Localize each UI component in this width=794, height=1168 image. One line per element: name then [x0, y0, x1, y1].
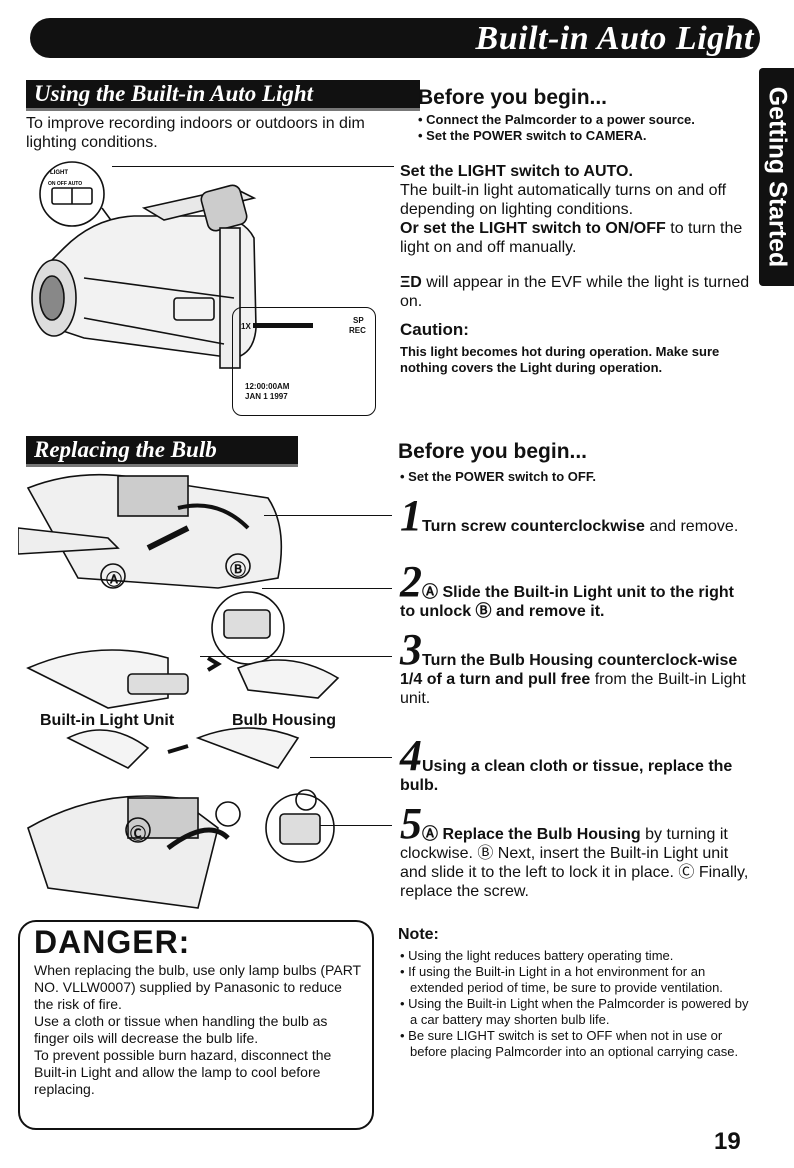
danger-box: [18, 920, 374, 1130]
step-number: 4: [400, 731, 422, 780]
step-bold: Using a clean cloth or tissue, replace t…: [400, 758, 733, 794]
before-item: • Set the POWER switch to CAMERA.: [418, 128, 647, 143]
figure-marker-b: Ⓑ: [230, 562, 247, 579]
danger-line: Use a cloth or tissue when handling the …: [34, 1013, 328, 1046]
before-list: • Connect the Palmcorder to a power sour…: [418, 112, 758, 144]
evf-note: ΞD will appear in the EVF while the ligh…: [400, 273, 756, 311]
section-heading-using-light: Using the Built-in Auto Light: [26, 80, 420, 111]
danger-text: When replacing the bulb, use only lamp b…: [34, 962, 364, 1098]
leader-line-step5: [320, 825, 392, 826]
note-item: • Using the light reduces battery operat…: [400, 948, 674, 963]
note-item: • Using the Built-in Light when the Palm…: [400, 996, 749, 1027]
caution-title: Caution:: [400, 320, 469, 339]
before-item: • Connect the Palmcorder to a power sour…: [418, 112, 695, 127]
step-text: by turning it clockwise. Ⓑ Next, insert …: [400, 826, 749, 900]
step-number: 3: [400, 625, 422, 674]
leader-line-step3: [200, 656, 392, 657]
danger-line: To prevent possible burn hazard, disconn…: [34, 1047, 332, 1097]
evf-time: 12:00:00AM: [245, 382, 290, 391]
danger-line: When replacing the bulb, use only lamp b…: [34, 962, 361, 1012]
leader-line-step2: [262, 588, 392, 589]
side-tab: Getting Started: [759, 68, 794, 286]
step-bold: Turn the Bulb Housing counterclock-wise …: [400, 652, 738, 688]
side-tab-label: Getting Started: [763, 86, 791, 268]
before-you-begin-title-2: Before you begin...: [398, 440, 588, 463]
evf-date: JAN 1 1997: [245, 392, 288, 401]
or-set-heading: Or set the LIGHT switch to ON/OFF: [400, 220, 666, 237]
step-bold: Turn screw counterclockwise: [422, 518, 645, 535]
evf-mode: SP: [353, 316, 364, 325]
figure-marker-a: Ⓐ: [106, 572, 123, 589]
set-light-text: The built-in light automatically turns o…: [400, 182, 727, 218]
note-item: • If using the Built-in Light in a hot e…: [400, 964, 723, 995]
step-2: 2Ⓐ Slide the Built-in Light unit to the …: [400, 557, 750, 621]
zoom-bar: [253, 323, 313, 328]
built-in-light-unit-label: Built-in Light Unit: [40, 712, 175, 729]
or-set-text: to turn the light on and off manually.: [400, 220, 743, 256]
step-number: 5: [400, 799, 422, 848]
leader-line: [112, 166, 394, 167]
note-item: • Be sure LIGHT switch is set to OFF whe…: [400, 1028, 739, 1059]
evf-rec: REC: [349, 326, 366, 335]
step-number: 2: [400, 557, 422, 606]
step-5: 5Ⓐ Replace the Bulb Housing by turning i…: [400, 799, 750, 901]
step-number: 1: [400, 491, 422, 540]
page-number: 19: [714, 1128, 741, 1155]
evf-zoom: 1X: [241, 322, 251, 331]
leader-line-step4: [310, 757, 392, 758]
section-heading-replacing-bulb: Replacing the Bulb: [26, 436, 298, 467]
step-1: 1Turn screw counterclockwise and remove.: [400, 491, 750, 540]
caution-text: This light becomes hot during operation.…: [400, 344, 720, 375]
light-indicator-icon: ΞD: [400, 274, 422, 291]
step-bold: Ⓐ Slide the Built-in Light unit to the r…: [400, 584, 734, 620]
step-bold: Ⓐ Replace the Bulb Housing: [422, 826, 641, 843]
title-banner: [30, 18, 760, 58]
danger-title: DANGER:: [34, 924, 191, 960]
figure-marker-c: Ⓒ: [130, 826, 147, 843]
note-title: Note:: [398, 926, 439, 943]
set-light-heading: Set the LIGHT switch to AUTO.: [400, 163, 633, 180]
evf-note-text: will appear in the EVF while the light i…: [400, 274, 750, 310]
before-you-begin-title: Before you begin...: [418, 86, 608, 109]
inset-switch-positions: ON OFF AUTO: [48, 181, 82, 187]
step-4: 4Using a clean cloth or tissue, replace …: [400, 731, 756, 795]
camcorder-illustration: LIGHT ON OFF AUTO: [31, 161, 257, 369]
step-text: and remove.: [644, 518, 739, 535]
step-3: 3Turn the Bulb Housing counterclock-wise…: [400, 625, 756, 708]
page-title: Built-in Auto Light: [475, 20, 754, 57]
bulb-housing-label: Bulb Housing: [232, 712, 336, 729]
step-text: from the Built-in Light unit.: [400, 671, 746, 707]
set-light-block: Set the LIGHT switch to AUTO. The built-…: [400, 162, 756, 257]
note-list: • Using the light reduces battery operat…: [400, 948, 752, 1060]
intro-text: To improve recording indoors or outdoors…: [26, 115, 365, 151]
leader-line-step1: [264, 515, 392, 516]
evf-display: 1X SP REC 12:00:00AM JAN 1 1997: [232, 307, 376, 416]
before-item-power-off: • Set the POWER switch to OFF.: [400, 469, 596, 484]
inset-light-label: LIGHT: [50, 170, 68, 176]
bulb-replacement-illustration: [18, 473, 340, 909]
